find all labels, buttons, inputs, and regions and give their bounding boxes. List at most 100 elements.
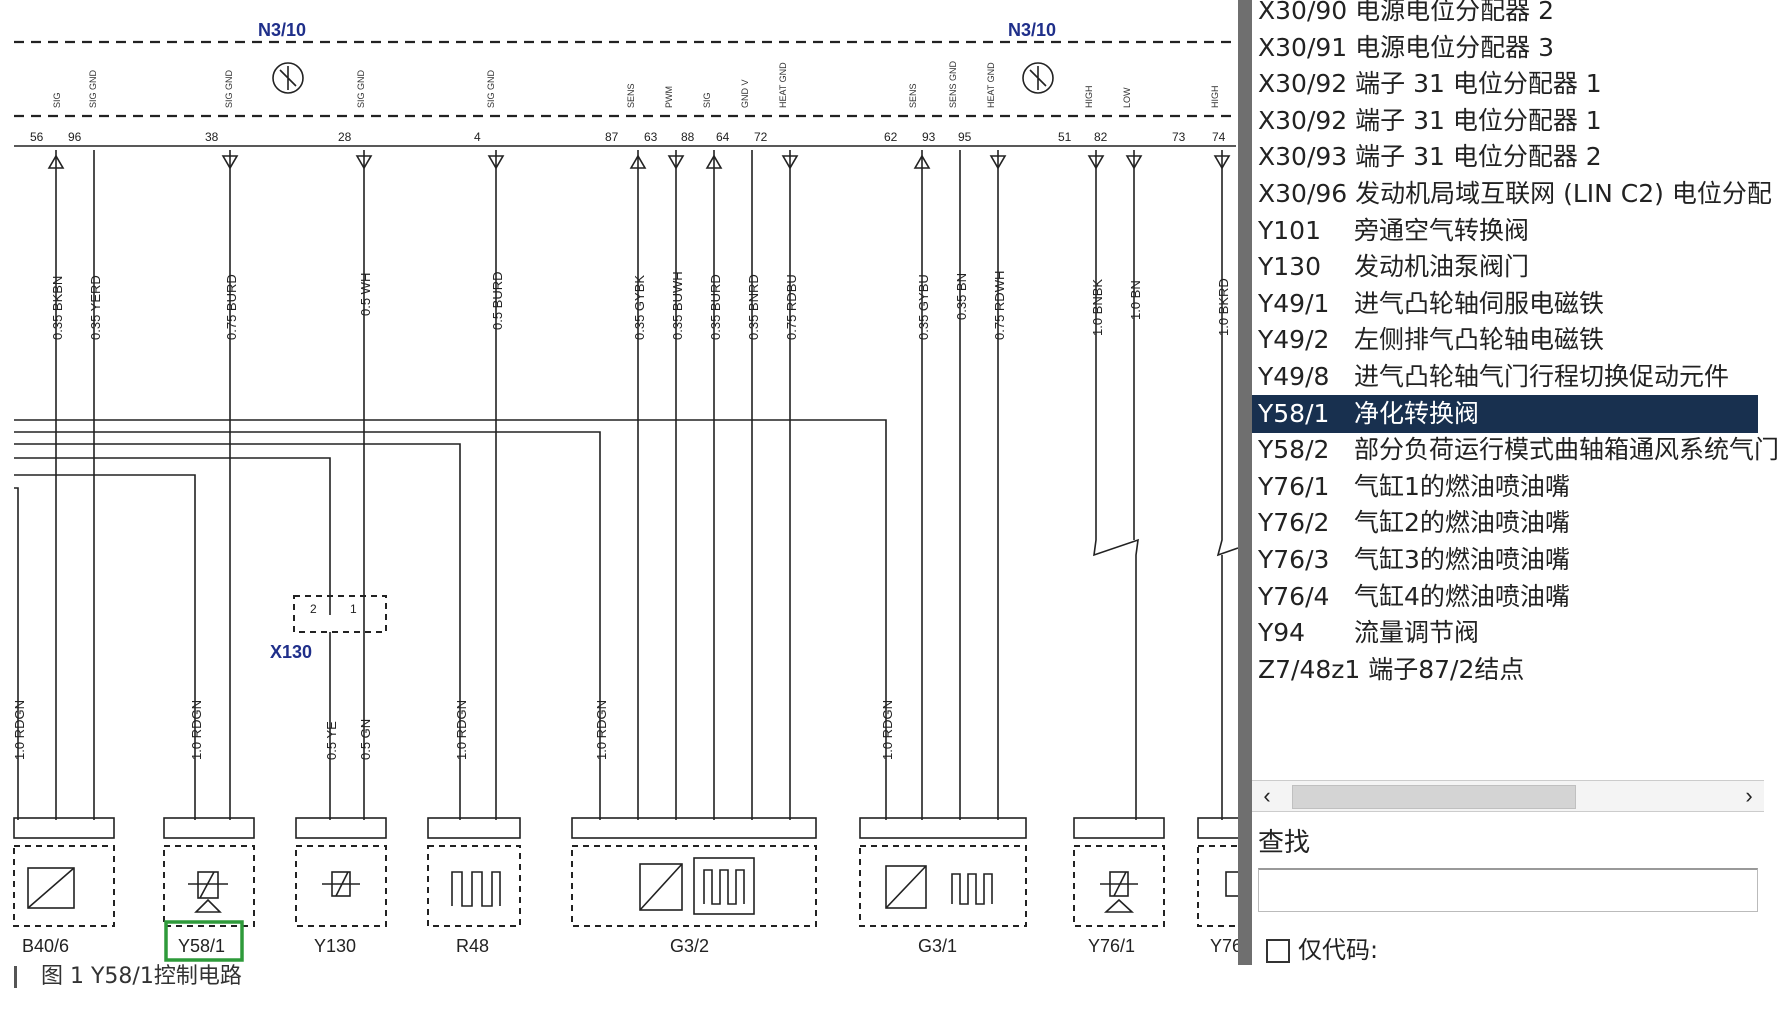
wire-label: 0.35 BUWH	[670, 271, 685, 340]
pin-signal-label: SIG GND	[486, 69, 496, 108]
list-item[interactable]: Y58/2 部分负荷运行模式曲轴箱通风系统气门	[1258, 431, 1779, 469]
pin-signal-labels: SIG SIG GND SIG GND SIG GND SIG GND SENS…	[52, 60, 1220, 108]
module-label-right: N3/10	[1008, 20, 1056, 40]
list-item-code: Y58/2	[1258, 435, 1330, 465]
list-item[interactable]: X30/92 端子 31 电位分配器 1	[1258, 102, 1758, 140]
pin-number: 72	[754, 130, 768, 144]
list-item[interactable]: Y76/1 气缸1的燃油喷油嘴	[1258, 468, 1758, 506]
list-item-code: X30/90	[1258, 0, 1348, 25]
pin-number: 38	[205, 130, 219, 144]
component-g3-2	[571, 845, 817, 927]
list-item-code: X30/93	[1258, 142, 1348, 172]
list-item[interactable]: Y101 旁通空气转换阀	[1258, 212, 1758, 250]
pin-number: 63	[644, 130, 658, 144]
list-item[interactable]: Y58/1 净化转换阀	[1252, 394, 1758, 433]
wire-label: 0.75 RDWH	[992, 271, 1007, 340]
pin-signal-label: HEAT GND	[986, 62, 996, 108]
top-pin-numbers: 56 96 38 28 4 87 63 88 64 72 62 93 95 51…	[30, 130, 1226, 144]
pin-number: 82	[1094, 130, 1108, 144]
list-item-code: X30/92	[1258, 69, 1348, 99]
list-item[interactable]: Y76/3 气缸3的燃油喷油嘴	[1258, 541, 1758, 579]
pin-signal-label: PWM	[664, 86, 674, 108]
list-item[interactable]: Y94 流量调节阀	[1258, 614, 1758, 652]
list-item[interactable]: Y49/2 左侧排气凸轮轴电磁铁	[1258, 321, 1758, 359]
list-item-name: 端子 31 电位分配器 2	[1355, 142, 1602, 172]
list-item-code: Y58/1	[1258, 398, 1330, 428]
list-item-name: 净化转换阀	[1353, 398, 1479, 428]
component-y76-1	[1073, 845, 1165, 927]
caption-text: 图 1 Y58/1控制电路	[41, 964, 242, 989]
list-item-code: Y101	[1258, 215, 1321, 245]
pin-signal-label: SIG GND	[88, 69, 98, 108]
ground-symbol-icon	[272, 62, 304, 94]
list-item[interactable]: Y76/4 气缸4的燃油喷油嘴	[1258, 578, 1758, 616]
pin-signal-label: SENS GND	[948, 60, 958, 108]
component-label: Y76	[1210, 936, 1242, 956]
component-g3-1	[859, 845, 1027, 927]
list-item-code: Y130	[1258, 252, 1321, 282]
pin-number: 28	[338, 130, 352, 144]
checkbox-icon[interactable]	[1266, 939, 1290, 963]
only-code-label: 仅代码:	[1298, 936, 1379, 964]
list-item-name: 电源电位分配器 2	[1355, 0, 1554, 25]
list-item-code: X30/96	[1258, 179, 1348, 208]
list-item[interactable]: X30/90 电源电位分配器 2	[1258, 0, 1758, 30]
list-item-name: 端子 31 电位分配器 1	[1355, 105, 1602, 135]
pin-signal-label: LOW	[1122, 87, 1132, 108]
component-y58-1	[163, 845, 255, 927]
pin-signal-label: HIGH	[1210, 86, 1220, 109]
list-item-name: 发动机局域互联网 (LIN C2) 电位分配	[1355, 179, 1772, 208]
wire-label: 0.35 BURD	[708, 274, 723, 340]
list-item[interactable]: Y76/2 气缸2的燃油喷油嘴	[1258, 504, 1758, 542]
list-item[interactable]: X30/96 发动机局域互联网 (LIN C2) 电位分配	[1258, 175, 1772, 213]
list-item-name: 端子87/2结点	[1368, 654, 1525, 684]
wire-label: 0.5 GN	[358, 719, 373, 760]
wire-label: 1.0 BKRD	[1216, 278, 1231, 336]
list-item-name: 进气凸轮轴伺服电磁铁	[1353, 288, 1604, 318]
list-item-code: Y76/3	[1258, 545, 1330, 574]
pin-number: 96	[68, 130, 82, 144]
wire-label: 1.0 BN	[1128, 280, 1143, 320]
scroll-right-arrow-icon[interactable]: ›	[1745, 783, 1753, 808]
pin-number: 95	[958, 130, 972, 144]
component-label: B40/6	[22, 936, 69, 956]
list-item-name: 左侧排气凸轮轴电磁铁	[1353, 325, 1604, 355]
list-item-code: Y76/2	[1258, 508, 1330, 538]
wire-label: 1.0 BNBK	[1090, 279, 1105, 336]
list-item[interactable]: X30/93 端子 31 电位分配器 2	[1258, 138, 1758, 176]
list-item[interactable]: Z7/48z1 端子87/2结点	[1258, 651, 1758, 689]
list-item[interactable]: Y130 发动机油泵阀门	[1258, 248, 1758, 286]
svg-text:1: 1	[350, 602, 357, 616]
pin-signal-label: SIG	[702, 92, 712, 108]
list-item[interactable]: X30/92 端子 31 电位分配器 1	[1258, 65, 1758, 103]
scrollbar-thumb[interactable]	[1292, 785, 1576, 809]
wire-label: 0.75 BURD	[224, 274, 239, 340]
list-item[interactable]: Y49/1 进气凸轮轴伺服电磁铁	[1258, 285, 1758, 323]
list-item-name: 气缸3的燃油喷油嘴	[1353, 545, 1570, 574]
search-input[interactable]	[1258, 868, 1758, 912]
pin-number: 4	[474, 130, 481, 144]
component-highlight-box	[164, 920, 244, 962]
pin-number: 64	[716, 130, 730, 144]
list-item[interactable]: X30/91 电源电位分配器 3	[1258, 29, 1758, 67]
list-item-code: Y49/1	[1258, 288, 1330, 318]
scroll-left-arrow-icon[interactable]: ‹	[1263, 783, 1271, 808]
pin-signal-label: HEAT GND	[778, 62, 788, 108]
horizontal-scrollbar[interactable]: ‹ ›	[1252, 780, 1764, 812]
pin-signal-label: SENS	[626, 83, 636, 108]
wire-label: 0.75 RDBU	[784, 274, 799, 340]
list-item[interactable]: Y49/8 进气凸轮轴气门行程切换促动元件	[1258, 358, 1758, 396]
wire-label: 0.35 BN	[954, 273, 969, 320]
wire-label: 0.5 YE	[324, 721, 339, 760]
only-code-checkbox[interactable]: 仅代码:	[1266, 930, 1378, 965]
list-item-name: 发动机油泵阀门	[1353, 252, 1529, 282]
caption-bar	[14, 966, 17, 988]
module-wires	[47, 150, 1239, 820]
list-item-code: Y49/2	[1258, 325, 1330, 355]
pin-signal-label: SIG GND	[356, 69, 366, 108]
pin-number: 62	[884, 130, 898, 144]
wire-label: 0.5 BURD	[490, 271, 505, 330]
wire-label: 1.0 RDGN	[12, 700, 27, 760]
module-label-left: N3/10	[258, 20, 306, 40]
